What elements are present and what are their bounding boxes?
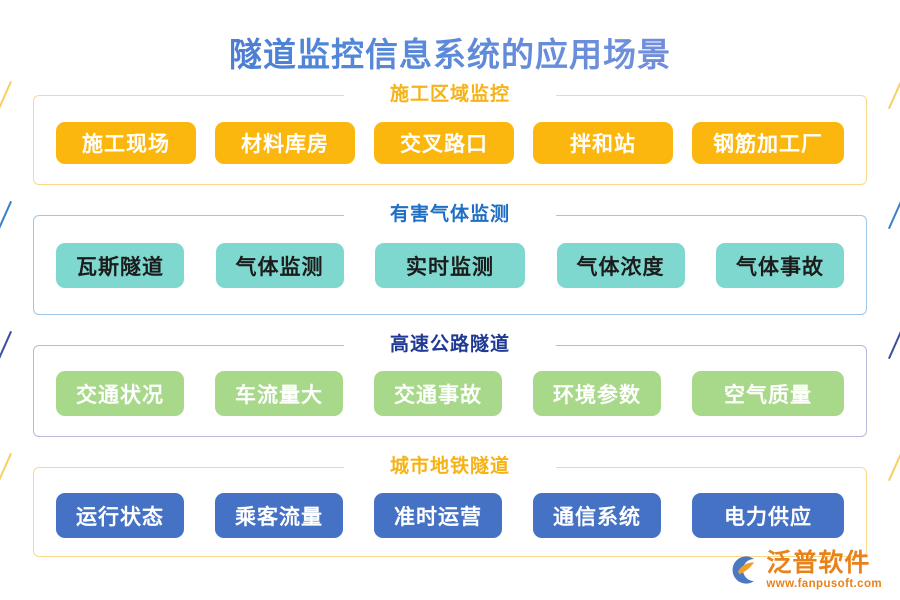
chip-row-3: 交通状况 车流量大 交通事故 环境参数 空气质量 bbox=[34, 371, 866, 416]
label-slash-left-icon bbox=[0, 452, 13, 482]
chip-item[interactable]: 通信系统 bbox=[533, 493, 661, 538]
chip-row-2: 瓦斯隧道 气体监测 实时监测 气体浓度 气体事故 bbox=[34, 243, 866, 288]
chip-item[interactable]: 环境参数 bbox=[533, 371, 661, 416]
section-label-1: 施工区域监控 bbox=[343, 82, 557, 108]
label-slash-right-icon bbox=[887, 330, 900, 360]
page-title: 隧道监控信息系统的应用场景 bbox=[0, 28, 900, 76]
logo-name: 泛普软件 bbox=[766, 548, 871, 577]
chip-item[interactable]: 准时运营 bbox=[374, 493, 502, 538]
logo-url: www.fanpusoft.com bbox=[766, 577, 882, 590]
label-slash-right-icon bbox=[887, 80, 900, 110]
chip-item[interactable]: 瓦斯隧道 bbox=[56, 243, 184, 288]
chip-item[interactable]: 气体监测 bbox=[215, 243, 344, 288]
label-slash-left-icon bbox=[0, 200, 13, 230]
chip-item[interactable]: 乘客流量 bbox=[215, 493, 343, 538]
label-slash-left-icon bbox=[0, 330, 13, 360]
chip-item[interactable]: 材料库房 bbox=[215, 122, 355, 164]
chip-item[interactable]: 交通事故 bbox=[374, 371, 502, 416]
chip-item[interactable]: 实时监测 bbox=[375, 243, 525, 288]
chip-row-1: 施工现场 材料库房 交叉路口 拌和站 钢筋加工厂 bbox=[34, 122, 866, 164]
label-slash-right-icon bbox=[887, 200, 900, 230]
section-highway-tunnel: 高速公路隧道 交通状况 车流量大 交通事故 环境参数 空气质量 bbox=[0, 330, 900, 437]
chip-item[interactable]: 空气质量 bbox=[692, 371, 844, 416]
chip-row-4: 运行状态 乘客流量 准时运营 通信系统 电力供应 bbox=[34, 493, 866, 538]
chip-item[interactable]: 钢筋加工厂 bbox=[692, 122, 844, 164]
chip-item[interactable]: 施工现场 bbox=[56, 122, 196, 164]
section-harmful-gas: 有害气体监测 瓦斯隧道 气体监测 实时监测 气体浓度 气体事故 bbox=[0, 200, 900, 315]
chip-item[interactable]: 运行状态 bbox=[56, 493, 184, 538]
chip-item[interactable]: 车流量大 bbox=[215, 371, 343, 416]
chip-item[interactable]: 电力供应 bbox=[692, 493, 844, 538]
brand-logo: 泛普软件 www.fanpusoft.com bbox=[726, 548, 882, 591]
chip-item[interactable]: 交叉路口 bbox=[374, 122, 514, 164]
fanpu-logo-icon bbox=[732, 556, 755, 584]
section-label-2: 有害气体监测 bbox=[343, 202, 557, 228]
logo-text-block: 泛普软件 www.fanpusoft.com bbox=[766, 548, 882, 591]
chip-item[interactable]: 气体浓度 bbox=[556, 243, 685, 288]
section-label-4: 城市地铁隧道 bbox=[343, 454, 557, 480]
chip-item[interactable]: 气体事故 bbox=[716, 243, 844, 288]
section-construction-area: 施工区域监控 施工现场 材料库房 交叉路口 拌和站 钢筋加工厂 bbox=[0, 80, 900, 185]
label-slash-right-icon bbox=[887, 452, 900, 482]
section-label-3: 高速公路隧道 bbox=[343, 332, 557, 358]
label-slash-left-icon bbox=[0, 80, 13, 110]
chip-item[interactable]: 交通状况 bbox=[56, 371, 184, 416]
section-metro-tunnel: 城市地铁隧道 运行状态 乘客流量 准时运营 通信系统 电力供应 bbox=[0, 452, 900, 557]
chip-item[interactable]: 拌和站 bbox=[533, 122, 673, 164]
